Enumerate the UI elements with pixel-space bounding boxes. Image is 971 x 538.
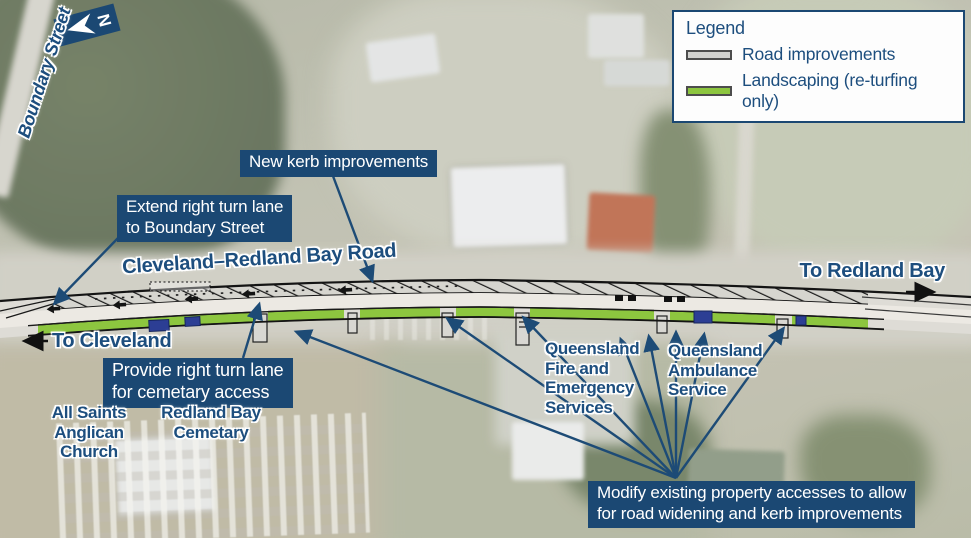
landscaping-swatch [686, 86, 732, 96]
callout-provide-turn-lane: Provide right turn lane for cemetary acc… [103, 358, 293, 408]
callout-extend-turn-lane: Extend right turn lane to Boundary Stree… [117, 195, 293, 243]
legend-panel: Legend Road improvements Landscaping (re… [672, 10, 965, 123]
road-top-edge [0, 278, 971, 303]
legend-item-road: Road improvements [686, 44, 953, 65]
qld-ambulance-label: Queensland Ambulance Service [668, 341, 763, 400]
legend-item-landscaping: Landscaping (re-turfing only) [686, 70, 953, 112]
shed-roof-2 [588, 14, 644, 58]
leader-extend-turn [52, 236, 120, 306]
leader-provide-turn [241, 301, 263, 359]
north-arrow: N [53, 3, 121, 47]
legend-item-label: Landscaping (re-turfing only) [742, 70, 918, 111]
to-cleveland-label: To Cleveland [52, 330, 172, 352]
legend-item-label: Road improvements [742, 44, 896, 64]
leader-new-kerb [331, 175, 375, 284]
all-saints-church-label: All Saints Anglican Church [51, 403, 127, 462]
qld-fire-emergency-label: Queensland Fire and Emergency Services [545, 339, 640, 418]
station-roof-lower [512, 422, 584, 480]
redland-bay-cemetery-label: Redland Bay Cemetary [161, 403, 261, 442]
north-arrow-icon [67, 13, 96, 34]
intersection-lines [0, 298, 57, 319]
callout-modify-access: Modify existing property accesses to all… [588, 481, 916, 529]
road-improvements-band [0, 278, 971, 346]
legend-title: Legend [686, 18, 745, 38]
dotted-works-outline [149, 281, 211, 292]
north-letter: N [93, 12, 115, 29]
crossing-dashes [615, 295, 685, 302]
callout-new-kerb: New kerb improvements [240, 150, 438, 177]
shed-roof-3 [604, 60, 670, 86]
leader-lines [52, 175, 786, 480]
to-redland-bay-label: To Redland Bay [799, 260, 946, 282]
road-improvements-swatch [686, 49, 732, 60]
dashed-lane-line [94, 285, 461, 300]
blue-structures [148, 310, 807, 333]
leader-fan-modify-access [293, 315, 786, 480]
carriageway [0, 293, 971, 328]
